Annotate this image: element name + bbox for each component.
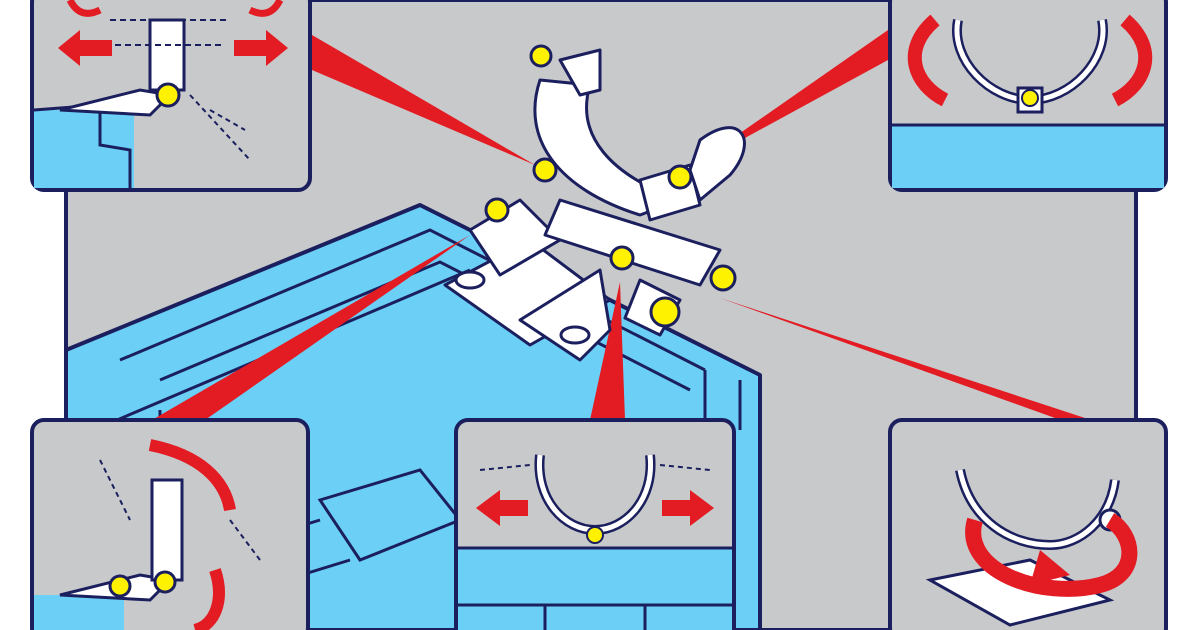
curved-arrow-icon bbox=[192, 568, 225, 630]
arrow-left-icon bbox=[58, 30, 112, 66]
knob-icon bbox=[609, 245, 635, 271]
knob-icon bbox=[529, 44, 553, 68]
arrow-right-icon bbox=[662, 490, 714, 526]
knob-icon bbox=[649, 296, 681, 328]
central-fixture bbox=[443, 48, 746, 362]
callout-beams bbox=[152, 30, 1085, 420]
curved-arrow-icon bbox=[965, 513, 1138, 597]
knob-icon bbox=[709, 264, 737, 292]
callout-bottom-right bbox=[888, 418, 1168, 630]
callout-top-left bbox=[30, 0, 312, 192]
fixture-knobs bbox=[484, 44, 737, 328]
arrow-left-icon bbox=[476, 490, 528, 526]
knob-icon bbox=[532, 157, 558, 183]
curved-arrow-icon bbox=[248, 0, 284, 17]
knob-icon bbox=[153, 570, 177, 594]
knob-icon bbox=[667, 164, 693, 190]
knob-icon bbox=[155, 82, 181, 108]
curved-arrow-icon bbox=[907, 14, 949, 107]
knob-icon bbox=[586, 526, 604, 544]
curved-arrow-icon bbox=[66, 0, 102, 17]
knob-icon bbox=[484, 197, 510, 223]
callout-bottom-center bbox=[454, 418, 736, 630]
knob-icon bbox=[108, 574, 132, 598]
curved-arrow-icon bbox=[148, 439, 236, 512]
callout-bottom-left bbox=[30, 418, 310, 630]
curved-arrow-icon bbox=[1111, 14, 1153, 107]
callout-top-right bbox=[888, 0, 1168, 192]
arrow-right-icon bbox=[234, 30, 288, 66]
knob-icon bbox=[1021, 89, 1039, 107]
